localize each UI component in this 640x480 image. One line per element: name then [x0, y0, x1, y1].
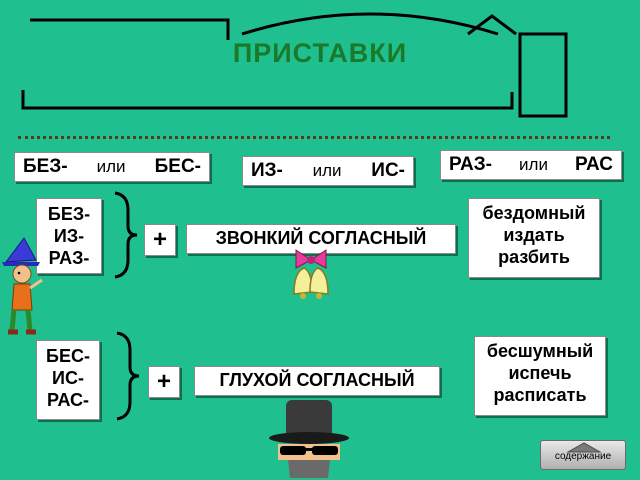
example-word: расписать: [493, 385, 587, 405]
voiced-prefixes: БЕЗ- ИЗ- РАЗ-: [36, 198, 102, 274]
voiceless-brace: [116, 331, 140, 421]
example-word: бесшумный: [486, 341, 594, 361]
wizard-character-icon: [2, 237, 43, 335]
prefix-pair-raz-ras: РАЗ- или РАС: [440, 150, 622, 180]
prefix-b: ИС-: [371, 160, 405, 181]
voiceless-plus: +: [148, 366, 180, 398]
or-word: или: [519, 155, 548, 174]
voiceless-consonant-label: ГЛУХОЙ СОГЛАСНЫЙ: [194, 366, 440, 396]
spy-man-icon: [269, 400, 349, 478]
voiceless-prefixes: БЕС- ИС- РАС-: [36, 340, 100, 420]
prefix-pair-iz-is: ИЗ- или ИС-: [242, 156, 414, 186]
prefix-bes: БЕС-: [46, 346, 90, 366]
example-word: бездомный: [482, 203, 586, 223]
prefix-iz: ИЗ-: [53, 226, 85, 246]
example-word: издать: [503, 225, 565, 245]
title-frame: [21, 12, 568, 118]
back-arrow-icon: [566, 442, 602, 453]
or-word: или: [96, 157, 126, 176]
page-title: ПРИСТАВКИ: [232, 38, 408, 68]
contents-button[interactable]: содержание: [540, 440, 626, 470]
voiced-brace: [114, 191, 138, 279]
prefix-a: ИЗ-: [251, 160, 283, 181]
prefix-a: РАЗ-: [449, 154, 492, 175]
prefix-b: РАС: [575, 154, 613, 175]
prefix-b: БЕС-: [154, 156, 201, 177]
or-word: или: [312, 161, 342, 180]
example-word: испечь: [508, 363, 572, 383]
prefix-pair-bez-bes: БЕЗ- или БЕС-: [14, 152, 210, 182]
dotted-divider: [18, 136, 610, 139]
prefix-is: ИС-: [52, 368, 84, 388]
prefix-a: БЕЗ-: [23, 156, 68, 177]
voiceless-examples: бесшумный испечь расписать: [474, 336, 606, 416]
prefix-raz: РАЗ-: [48, 248, 90, 268]
prefix-bez: БЕЗ-: [47, 204, 91, 224]
contents-button-label: содержание: [554, 451, 612, 462]
bells-icon: [293, 249, 329, 299]
voiced-consonant-label: ЗВОНКИЙ СОГЛАСНЫЙ: [186, 224, 456, 254]
prefix-ras: РАС-: [47, 390, 89, 410]
voiced-examples: бездомный издать разбить: [468, 198, 600, 278]
example-word: разбить: [498, 247, 570, 267]
voiced-plus: +: [144, 224, 176, 256]
